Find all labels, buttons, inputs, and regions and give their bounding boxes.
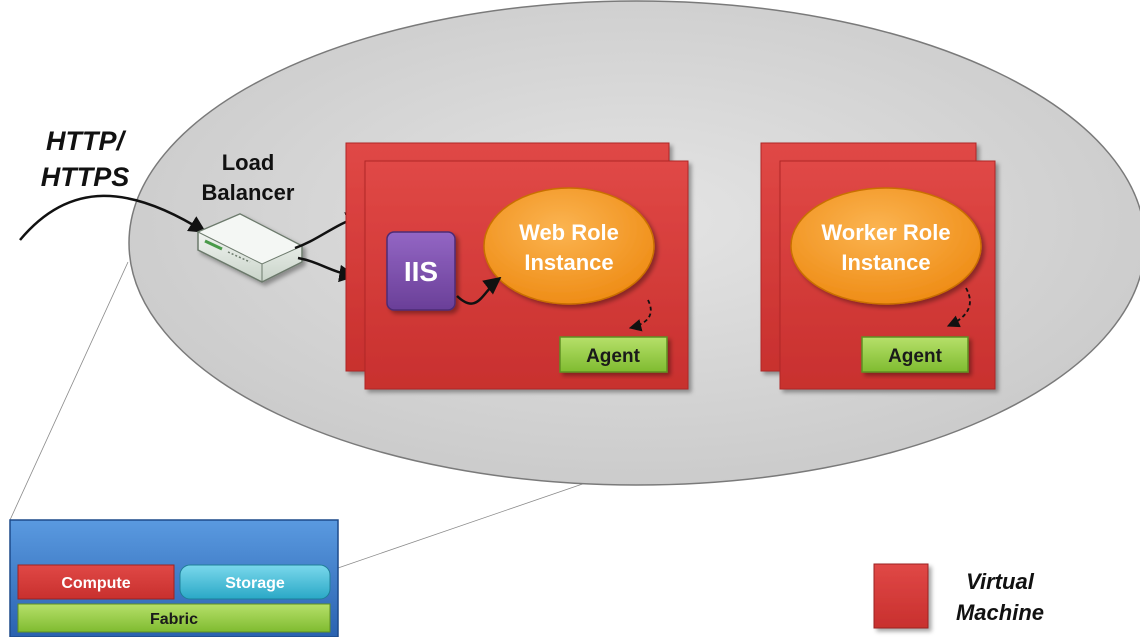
worker-agent-box (861, 336, 969, 373)
worker-agent-label: Agent (888, 346, 943, 367)
web-agent-arrow (628, 299, 652, 332)
worker-role-instance-line2: Instance (841, 250, 930, 275)
worker-role-instance (790, 187, 982, 305)
web-agent-label: Agent (586, 346, 641, 367)
iis-to-instance-arrow (456, 276, 502, 305)
compute-label: Compute (61, 575, 130, 592)
incoming-request-arrow (19, 194, 207, 241)
load-balancer-label-line2: Balancer (202, 180, 295, 205)
iis-box (386, 231, 456, 311)
web-role-instance (483, 187, 655, 305)
http-label-line1: HTTP/ (46, 126, 126, 156)
storage-box (179, 564, 331, 600)
legend: Virtual Machine (873, 563, 1044, 629)
web-role-instance-line2: Instance (524, 250, 613, 275)
worker-agent-arrow (946, 287, 971, 328)
zoom-line-right (337, 477, 601, 569)
fabric-box (17, 603, 331, 633)
iis-label: IIS (404, 256, 438, 287)
compute-box (17, 564, 175, 600)
storage-label: Storage (225, 575, 285, 592)
web-role-instance-line1: Web Role (519, 220, 619, 245)
fabric-label: Fabric (150, 611, 198, 628)
load-balancer-icon (196, 213, 304, 283)
web-agent-box (559, 336, 668, 373)
worker-role-instance-line1: Worker Role (821, 220, 950, 245)
legend-label-line2: Machine (956, 600, 1044, 625)
http-label-line2: HTTPS (41, 162, 130, 192)
platform-thumbnail: Compute Storage Fabric (9, 519, 339, 637)
legend-label-line1: Virtual (966, 569, 1035, 594)
legend-swatch (873, 563, 929, 629)
load-balancer-label-line1: Load (222, 150, 275, 175)
zoom-line-left (9, 261, 129, 521)
